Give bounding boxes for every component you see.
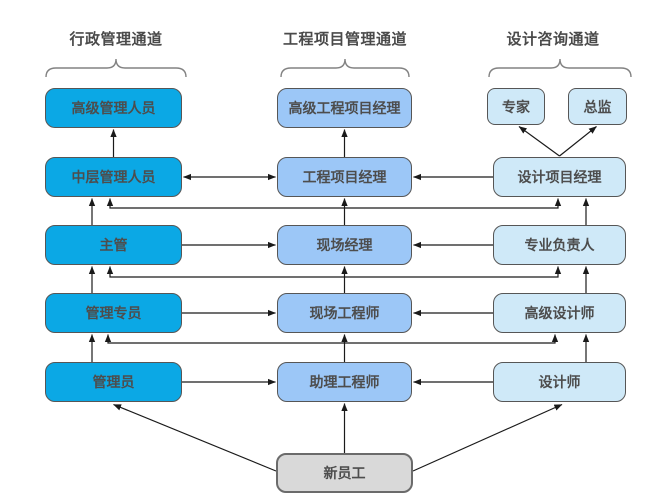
- arrow-design-pm-to-chief-supervisor: [559, 126, 597, 157]
- node-site-engineer: 现场工程师: [277, 293, 412, 333]
- node-discipline-lead: 专业负责人: [493, 225, 626, 265]
- node-supervisor: 主管: [45, 225, 182, 265]
- brace-project-channel: [280, 58, 410, 78]
- node-new-employee: 新员工: [276, 453, 413, 493]
- arrow-middle-admin-design-pm-both-ways: [106, 198, 562, 209]
- brace-admin-channel: [45, 58, 187, 78]
- arrow-new-employee-to-designer: [412, 403, 563, 472]
- node-admin-specialist: 管理专员: [45, 293, 182, 333]
- channel-header-project: 工程项目管理通道: [282, 30, 408, 48]
- arrow-design-pm-to-expert: [518, 126, 560, 157]
- node-administrator: 管理员: [45, 362, 182, 402]
- channel-header-admin: 行政管理通道: [69, 30, 163, 48]
- channel-header-design: 设计咨询通道: [506, 30, 600, 48]
- channel-braces: [45, 58, 632, 78]
- node-expert: 专家: [487, 88, 545, 125]
- node-chief-supervisor: 总监: [568, 88, 627, 125]
- node-senior-admin: 高级管理人员: [45, 88, 182, 128]
- node-assistant-engineer: 助理工程师: [277, 362, 412, 402]
- node-designer: 设计师: [493, 362, 626, 402]
- node-project-manager: 工程项目经理: [277, 157, 412, 197]
- arrow-specialist-senior-designer-both-ways: [104, 334, 559, 344]
- brace-design-channel: [488, 58, 632, 78]
- node-senior-project-manager: 高级工程项目经理: [277, 88, 412, 128]
- node-design-project-manager: 设计项目经理: [493, 157, 626, 197]
- arrow-supervisor-discipline-lead-both-ways: [106, 266, 562, 278]
- arrow-new-employee-to-administrator: [113, 403, 277, 472]
- horizontal-transfer-arrows: [182, 173, 493, 386]
- node-middle-admin: 中层管理人员: [45, 157, 182, 197]
- node-site-manager: 现场经理: [277, 225, 412, 265]
- design-pm-split-arrows: [518, 126, 597, 157]
- node-senior-designer: 高级设计师: [493, 293, 626, 333]
